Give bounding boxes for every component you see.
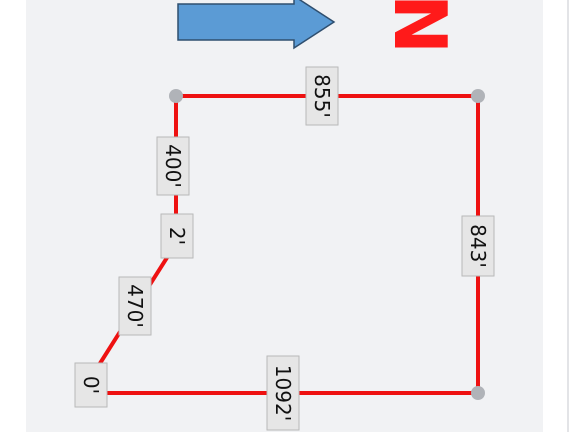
north-arrow-icon — [177, 0, 336, 50]
length-label-top: 855' — [305, 66, 339, 126]
length-label-left-upper: 400' — [156, 136, 190, 196]
length-label-bottom: 1092' — [266, 355, 300, 431]
length-label-right: 843' — [461, 215, 495, 277]
length-label-diagonal: 470' — [118, 276, 152, 336]
length-label-left-upper-text: 400' — [161, 144, 185, 188]
vertex-marker — [471, 89, 485, 103]
length-label-right-text: 843' — [466, 224, 490, 268]
panel-edge-divider — [567, 0, 569, 432]
vertex-marker — [471, 386, 485, 400]
length-label-top-text: 855' — [310, 74, 334, 118]
length-label-left-short-text: 2' — [165, 227, 189, 245]
length-label-corner-text: 0' — [79, 376, 103, 394]
length-label-diagonal-text: 470' — [123, 284, 147, 328]
length-label-bottom-text: 1092' — [271, 365, 295, 421]
vertex-marker — [169, 89, 183, 103]
length-label-left-short: 2' — [160, 213, 194, 259]
length-label-corner: 0' — [74, 362, 108, 408]
north-letter: N — [378, 0, 462, 54]
